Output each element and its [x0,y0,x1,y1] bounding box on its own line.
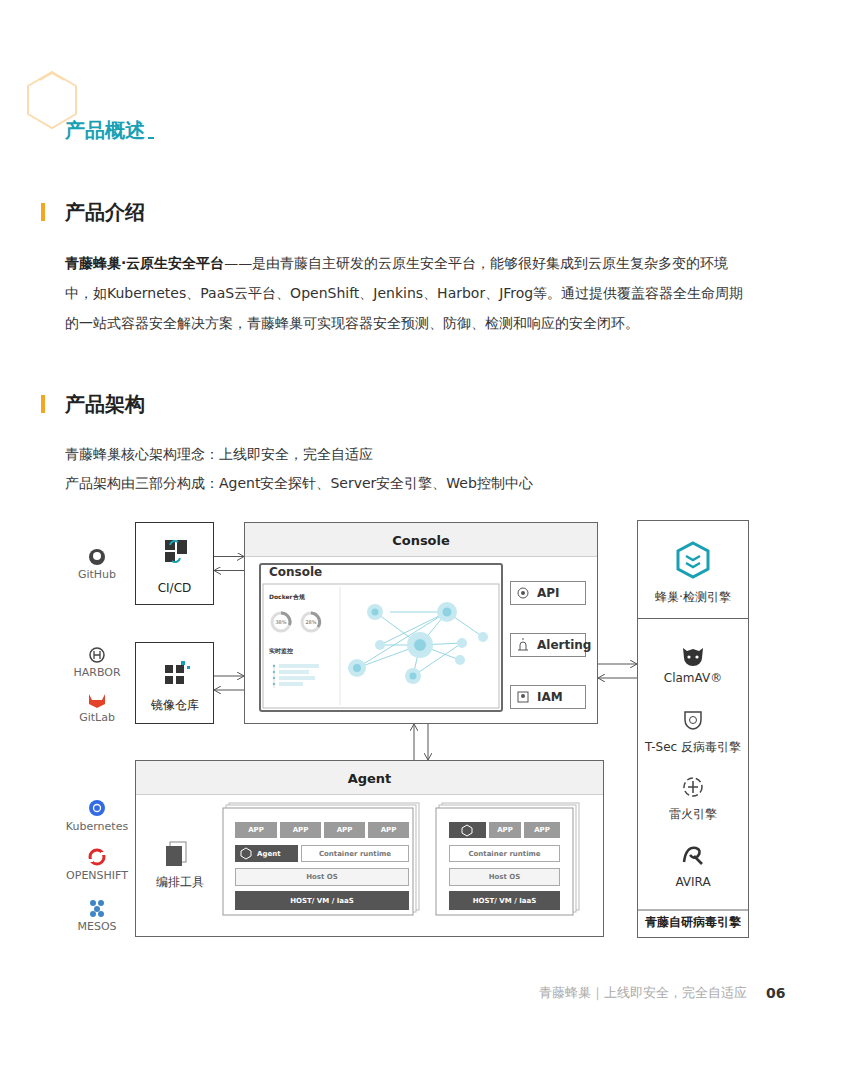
app-box: APP [324,822,365,838]
connector-line [598,678,637,679]
engine-label: 雷火引擎 [669,806,717,823]
layer-box: HOST/ VM / IaaS [449,891,560,910]
source-label: GitLab [79,711,115,724]
connector-line [214,556,244,557]
screen-box: Console [259,563,503,712]
engine-box: 蜂巢·检测引擎 [637,520,749,619]
node-text: APP [337,826,353,834]
connector [414,724,428,760]
screen-text: Docker合规 [269,593,305,602]
node-text: 青藤自研病毒引擎 [645,914,741,931]
panel-box: ConsoleConsoleAPIAlertingIAM [244,522,598,724]
connector-line [214,676,244,677]
percent-text: 38% [275,619,286,625]
screen-text: 实时监控 [269,647,293,656]
node-text: Console [392,533,450,548]
node-text: CI/CD [158,581,192,595]
runtime-box: Container runtime [449,845,560,862]
engine-label: AVIRA [675,875,710,889]
node-text: APP [248,826,264,834]
tool-label: 编排工具 [156,874,204,891]
intro-paragraph: 青藤蜂巢·云原生安全平台——是由青藤自主研发的云原生安全平台，能够很好集成到云原… [65,248,755,338]
platform-label: Kubernetes [66,820,128,833]
service-box: API [510,581,586,605]
connector [214,676,244,690]
node-text: APP [497,826,513,834]
node-text: APP [534,826,550,834]
app-box: APP [368,822,409,838]
section-heading: 产品架构 [65,391,145,418]
node-text: Host OS [306,873,338,881]
node-text: Alerting [537,638,591,652]
page-number: 06 [766,985,785,1001]
percent-text: 28% [305,619,316,625]
app-box: APP [235,822,277,838]
page-title: 产品概述 [65,117,145,144]
node-text: Container runtime [468,850,540,858]
node-text: HOST/ VM / IaaS [290,897,354,905]
node-text: IAM [537,690,563,704]
node-text: Agent [348,771,392,786]
platform-label: MESOS [77,920,116,933]
service-box: Alerting [510,633,586,657]
connector-line [214,570,244,571]
node-text: APP [293,826,309,834]
node-text: 蜂巢·检测引擎 [655,589,731,606]
node-text: Container runtime [319,850,391,858]
node-text: 镜像仓库 [151,697,199,714]
connector-line [214,690,244,691]
service-box: IAM [510,685,586,709]
product-name: 青藤蜂巢·云原生安全平台 [65,255,224,271]
connector [598,664,637,678]
source-label: HARBOR [73,666,120,679]
os-box: Host OS [235,868,409,886]
layer-box: HOST/ VM / IaaS [235,891,409,910]
app-box: APP [489,822,521,838]
os-box: Host OS [449,868,560,886]
node-text: HOST/ VM / IaaS [473,897,537,905]
node-text: Host OS [489,873,521,881]
app-box: APP [524,822,560,838]
tool-box: CI/CD [135,522,214,605]
panel-box: AgentAPPAPPAPPAPPAgentContainer runtimeH… [135,760,604,937]
section-heading: 产品介绍 [65,199,145,226]
app-box: APP [280,822,321,838]
tool-box: 镜像仓库 [135,642,214,724]
engine-label: T-Sec 反病毒引擎 [645,739,741,756]
node-text: APP [381,826,397,834]
node-text: Console [269,565,322,579]
source-label: GitHub [78,568,116,581]
node-text: Agent [257,850,281,858]
platform-label: OPENSHIFT [66,869,128,882]
node-text: API [537,586,560,600]
body-text: 青藤蜂巢核心架构理念：上线即安全，完全自适应 [65,446,373,464]
connector-line [414,724,415,760]
connector-line [598,664,637,665]
body-text: 产品架构由三部分构成：Agent安全探针、Server安全引擎、Web控制中心 [65,475,533,493]
engine-label: ClamAV® [664,671,722,685]
runtime-box: Container runtime [301,845,409,862]
connector-line [428,724,429,760]
footer-text: 青藤蜂巢｜上线即安全，完全自适应 [539,984,747,1002]
agent-box: Agent [235,845,298,862]
engine-group: 青藤自研病毒引擎 [637,618,749,938]
connector [214,557,244,571]
